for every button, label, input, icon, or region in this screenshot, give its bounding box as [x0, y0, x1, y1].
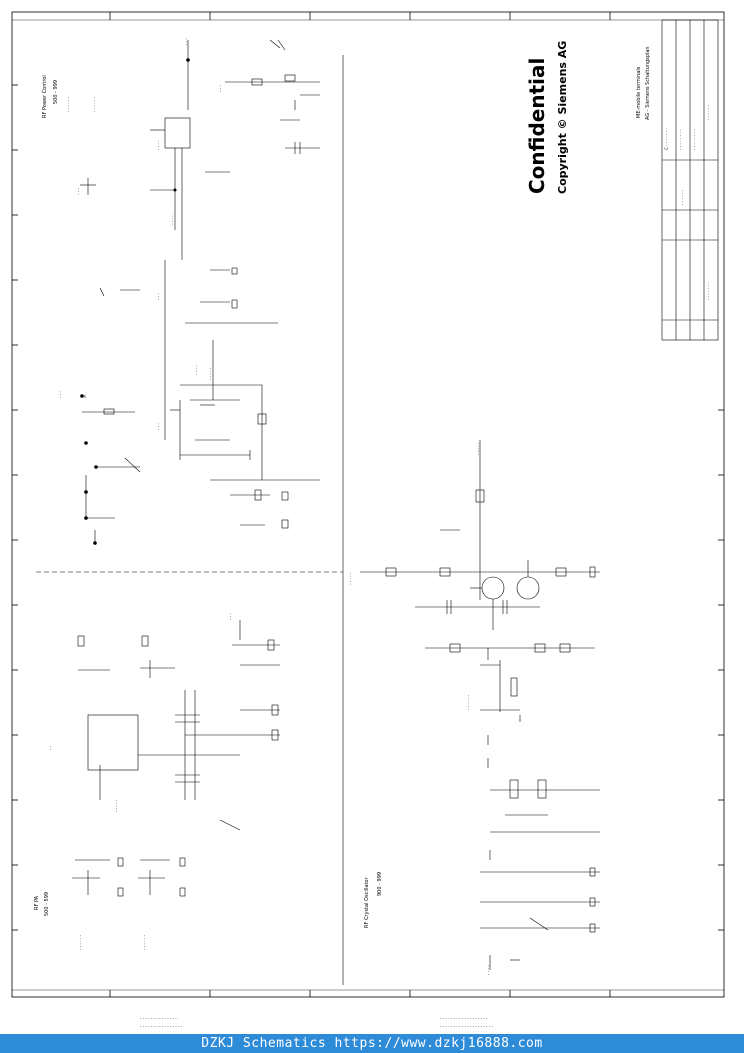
copyright-notice: Copyright © Siemens AG — [556, 41, 569, 194]
svg-text:- - - - - - - -: - - - - - - - - — [678, 129, 683, 150]
svg-text:- - - - - -: - - - - - - — [706, 104, 711, 120]
svg-text:- - - -: - - - - — [486, 965, 491, 975]
titleblock-company-line2: AG - Siemens Schaltungsplan — [645, 46, 651, 120]
footer-url-link[interactable]: https://www.dzkj16888.com — [334, 1036, 543, 1051]
svg-text:- - - - - - - - - - - - - - -: - - - - - - - - - - - - - - - - — [140, 1024, 183, 1029]
component-labels: - - - - - - - - - - - - - - - - - - - - … — [48, 38, 494, 1029]
svg-text:- - - - -: - - - - - — [476, 442, 481, 455]
title-block — [661, 19, 719, 341]
svg-text:- - - - - - - - - - - - - - -: - - - - - - - - - - - - - - - - - - — [440, 1016, 488, 1021]
svg-text:- - - - - -: - - - - - - — [466, 694, 471, 710]
section-power-control: RF Power Control — [42, 75, 48, 118]
svg-text:- - - - - -: - - - - - - — [78, 934, 83, 950]
svg-text:- - - - - -: - - - - - - — [92, 96, 97, 112]
bottom-left-circuit — [72, 620, 280, 897]
svg-text:- - - - -: - - - - - — [348, 572, 353, 585]
svg-text:- - -: - - - — [156, 423, 161, 430]
footer-brand: DZKJ Schematics — [201, 1036, 327, 1051]
svg-text:- - - - - - -: - - - - - - - — [706, 282, 711, 300]
section-bottom-left-sub: 500 - 599 — [44, 892, 50, 916]
svg-text:- - - -: - - - - — [194, 365, 199, 375]
svg-text:- - - - - - - -: - - - - - - - - — [692, 129, 697, 150]
svg-text:- - -: - - - — [218, 85, 223, 92]
confidential-watermark: Confidential — [525, 58, 549, 194]
section-bottom-left: RF PA — [34, 895, 40, 910]
svg-text:- -: - - — [48, 745, 53, 750]
section-crystal-oscillator-sub: 900 - 999 — [377, 872, 383, 896]
titleblock-fields: C - - - - - - - - - - - - - - - - - - - … — [664, 104, 711, 300]
titleblock-company-line1: ME-mobile terminals — [636, 66, 642, 118]
svg-text:- - -: - - - — [228, 613, 233, 620]
svg-text:- - - - -: - - - - - — [208, 367, 213, 380]
oscillator-circuit — [360, 440, 600, 970]
section-power-control-sub: 500 - 999 — [53, 80, 59, 104]
svg-text:- - - - - -: - - - - - - — [66, 96, 71, 112]
svg-text:- - - - - -: - - - - - - — [680, 189, 685, 205]
svg-text:- - -: - - - — [184, 38, 189, 45]
section-crystal-oscillator: RF Crystal Oscillator — [364, 876, 370, 928]
svg-text:- - - -: - - - - — [156, 140, 161, 150]
svg-text:- - - - - - - - - - - - - -: - - - - - - - - - - - - - - — [140, 1016, 177, 1021]
svg-text:- - - - - - - - - - - - - - -: - - - - - - - - - - - - - - - - - - - - — [440, 1024, 494, 1029]
svg-text:- - -: - - - — [76, 188, 81, 195]
svg-text:- - - - -: - - - - - — [114, 799, 119, 812]
svg-text:C - - - - - - -: C - - - - - - - — [664, 128, 669, 150]
svg-text:- - -: - - - — [58, 391, 63, 398]
section-separators — [36, 55, 344, 985]
footer-banner: DZKJ Schematics https://www.dzkj16888.co… — [0, 1034, 744, 1053]
svg-text:- - -: - - - — [156, 293, 161, 300]
middle-left-circuit — [80, 267, 320, 545]
power-control-circuit — [80, 39, 320, 260]
sheet-frame — [11, 11, 725, 998]
svg-text:- - - -: - - - - — [170, 215, 175, 225]
svg-text:- - - - - -: - - - - - - — [142, 934, 147, 950]
